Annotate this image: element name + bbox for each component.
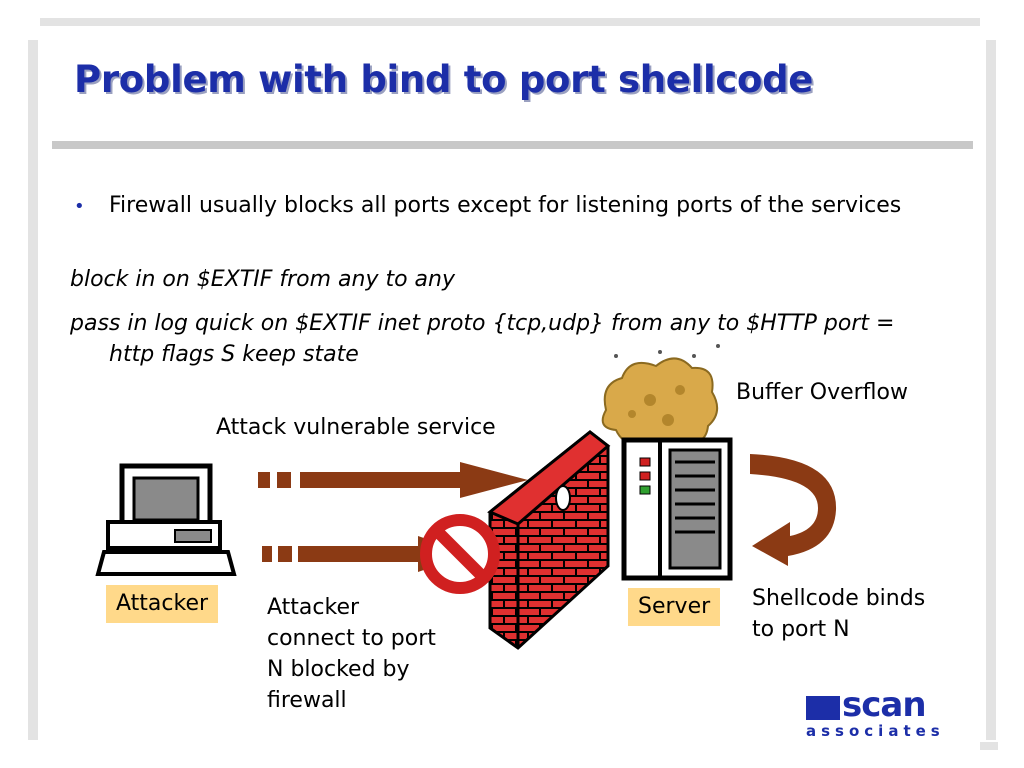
firewall-rule-pass: pass in log quick on $EXTIF inet proto {… [70,311,895,367]
shellcode-binds-label: Shellcode binds to port N [752,583,925,645]
attack-label: Attack vulnerable service [216,415,496,440]
bullet-marker: • [74,196,85,217]
blocked-label-line: firewall [267,688,347,713]
blocked-label-line: N blocked by [267,657,410,682]
frame-left-bar [28,40,38,740]
firewall-rule-block: block in on $EXTIF from any to any [70,267,455,292]
logo-wordmark: scan [842,685,927,725]
title-divider [52,141,973,149]
explosion-icon [601,344,720,451]
attacker-computer-icon [95,463,237,576]
frame-right-bar [986,40,996,740]
blocked-connection-label: Attacker connect to port N blocked by fi… [267,592,436,716]
buffer-overflow-label: Buffer Overflow [736,380,908,405]
blocked-label-line: Attacker [267,595,360,620]
firewall-icon [487,430,611,650]
binds-label-line: to port N [752,617,850,642]
no-entry-icon [420,514,500,594]
shellcode-bind-arrow-icon [750,454,837,566]
bullet-text: Firewall usually blocks all ports except… [109,193,902,218]
logo-block [806,696,840,720]
attack-arrow-icon [258,462,528,498]
blocked-label-line: connect to port [267,626,436,651]
frame-top-bar [40,18,980,26]
logo-subtitle: associates [806,722,945,740]
attacker-label: Attacker [106,585,219,623]
server-label: Server [628,588,721,626]
scan-associates-logo: scan associates [806,685,945,740]
slide-title: Problem with bind to port shellcode [74,58,814,101]
server-icon [621,437,733,581]
binds-label-line: Shellcode binds [752,586,926,611]
